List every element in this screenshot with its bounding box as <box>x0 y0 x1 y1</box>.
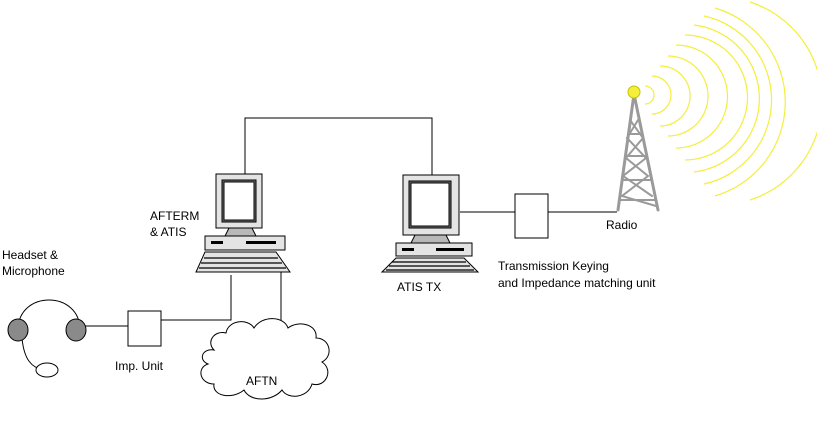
wire-afterm-atistx <box>244 117 433 175</box>
cloud-icon <box>200 318 330 400</box>
headset-label-line2: Microphone <box>2 264 65 278</box>
radio-label: Radio <box>606 218 638 232</box>
imp-unit-box <box>127 310 162 347</box>
wire-afterm-impunit <box>161 275 232 321</box>
computer-icon <box>380 174 480 273</box>
headset-icon <box>7 299 87 378</box>
connection-lines <box>80 117 617 328</box>
afterm-label-line1: AFTERM <box>150 209 199 223</box>
radio-tower-icon <box>616 1 817 212</box>
keying-unit-box <box>514 193 549 239</box>
atis-tx-label: ATIS TX <box>397 280 441 294</box>
imp-unit-label: Imp. Unit <box>115 359 164 373</box>
aftn-label: AFTN <box>246 374 277 388</box>
afterm-label-line2: & ATIS <box>150 225 186 239</box>
radio-waves <box>644 1 817 201</box>
computer-icon <box>195 173 291 273</box>
keying-label-line2: and Impedance matching unit <box>498 276 656 290</box>
headset-label-line1: Headset & <box>2 248 58 262</box>
keying-label-line1: Transmission Keying <box>498 259 609 273</box>
